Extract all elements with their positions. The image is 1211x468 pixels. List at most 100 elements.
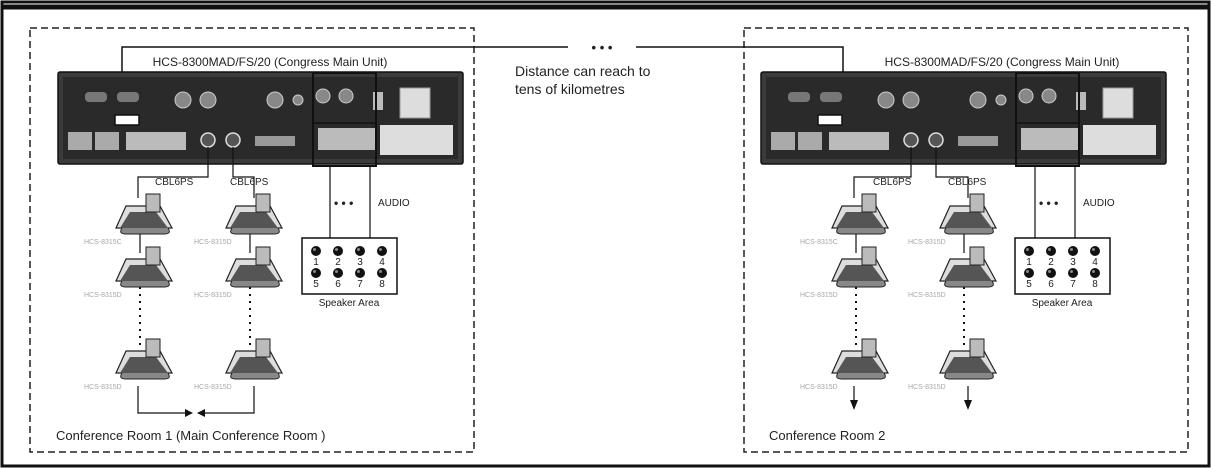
speaker-number: 4 [379, 257, 385, 268]
label-plate-icon [380, 125, 453, 155]
xlr-connector-icon [199, 91, 217, 109]
chain-arrow-icon [964, 400, 972, 410]
main-unit [760, 71, 1167, 167]
speaker-icon [1046, 246, 1056, 256]
rj45-port-icon [798, 132, 822, 150]
speaker-icon [311, 268, 321, 278]
xlr-connector-icon [1041, 88, 1057, 104]
microphone-unit-icon [115, 246, 174, 288]
room-1-box [29, 27, 475, 453]
speaker-highlight [379, 248, 382, 251]
xlr-connector-icon [266, 91, 284, 109]
rj45-port-icon [849, 132, 869, 150]
microphone-label: HCS-8315D [84, 292, 122, 299]
chain-arrow-icon [850, 400, 858, 410]
power-socket-icon [399, 87, 431, 119]
speaker-number: 2 [335, 257, 341, 268]
label-plate-icon [1083, 125, 1156, 155]
speaker-icon [333, 268, 343, 278]
microphone-label: HCS-8315C [84, 239, 122, 246]
cable-label-1: CBL6PS [873, 177, 912, 188]
speaker-number: 8 [379, 279, 385, 290]
microphone-unit-icon [225, 193, 284, 235]
rj45-port-icon [869, 132, 889, 150]
microphone-unit-icon [115, 193, 174, 235]
terminal-block-icon [255, 136, 295, 146]
speaker-icon [311, 246, 321, 256]
speaker-highlight [1026, 248, 1029, 251]
serial-port-icon [820, 92, 842, 102]
speaker-icon [1024, 268, 1034, 278]
audio-output-block-icon [1021, 128, 1079, 150]
microphone-label: HCS-8315C [800, 239, 838, 246]
network-port-icon [114, 114, 140, 126]
terminal-block-icon [958, 136, 998, 146]
speaker-number: 7 [1070, 279, 1076, 290]
speaker-icon [1068, 246, 1078, 256]
speaker-icon [1090, 246, 1100, 256]
speaker-number: 1 [1026, 257, 1032, 268]
speaker-highlight [1048, 270, 1051, 273]
xlr-connector-icon [902, 91, 920, 109]
cable-label-1: CBL6PS [155, 177, 194, 188]
audio-label: AUDIO [378, 198, 410, 209]
network-link: • • • Distance can reach to tens of kilo… [121, 40, 844, 97]
chain-return-line [205, 386, 255, 414]
speaker-number: 1 [313, 257, 319, 268]
xlr-connector-icon [292, 94, 304, 106]
link-dots: • • • [592, 40, 613, 55]
speaker-icon [1046, 268, 1056, 278]
audio-out-highlight [1015, 72, 1080, 167]
rj45-port-icon [146, 132, 166, 150]
speaker-icon [355, 246, 365, 256]
speaker-highlight [1048, 248, 1051, 251]
power-switch-icon [1076, 92, 1086, 110]
speaker-icon [1090, 268, 1100, 278]
room-title: Conference Room 1 (Main Conference Room … [56, 428, 326, 443]
microphone-unit-icon [939, 246, 998, 288]
cable-label-2: CBL6PS [230, 177, 269, 188]
speaker-number: 5 [313, 279, 319, 290]
speaker-number: 2 [1048, 257, 1054, 268]
speaker-area-label: Speaker Area [319, 298, 380, 309]
microphone-unit-icon [115, 338, 174, 380]
chain-return-line [137, 386, 185, 414]
cable-line-1 [853, 147, 912, 198]
speaker-number: 8 [1092, 279, 1098, 290]
speaker-highlight [1070, 248, 1073, 251]
speaker-area-label: Speaker Area [1032, 298, 1093, 309]
speaker-number: 3 [1070, 257, 1076, 268]
microphone-unit-icon [225, 246, 284, 288]
speaker-number: 6 [335, 279, 341, 290]
speaker-icon [355, 268, 365, 278]
room-2-box [743, 27, 1189, 453]
audio-out-highlight [312, 72, 377, 167]
speaker-highlight [1070, 270, 1073, 273]
distance-text-line2: tens of kilometres [515, 81, 625, 97]
network-port-icon [817, 114, 843, 126]
unit-label: HCS-8300MAD/FS/20 (Congress Main Unit) [885, 55, 1120, 69]
speaker-highlight [313, 270, 316, 273]
cable-label-2: CBL6PS [948, 177, 987, 188]
xlr-connector-icon [877, 91, 895, 109]
microphone-label: HCS-8315D [194, 292, 232, 299]
microphone-unit-icon [225, 338, 284, 380]
speaker-highlight [379, 270, 382, 273]
xlr-connector-icon [995, 94, 1007, 106]
rj45-port-icon [771, 132, 795, 150]
speaker-number: 5 [1026, 279, 1032, 290]
cbl6ps-port-icon [225, 132, 241, 148]
cable-line-1 [137, 147, 209, 198]
chain-arrow-icon [185, 409, 193, 417]
speaker-highlight [1026, 270, 1029, 273]
speaker-icon [1024, 246, 1034, 256]
cable-line-2 [935, 147, 969, 198]
speaker-icon [377, 268, 387, 278]
power-socket-icon [1102, 87, 1134, 119]
serial-port-icon [85, 92, 107, 102]
room-title: Conference Room 2 [769, 428, 885, 443]
microphone-label: HCS-8315D [194, 384, 232, 391]
speaker-icon [377, 246, 387, 256]
chain-arrow-icon [197, 409, 205, 417]
cbl6ps-port-icon [200, 132, 216, 148]
